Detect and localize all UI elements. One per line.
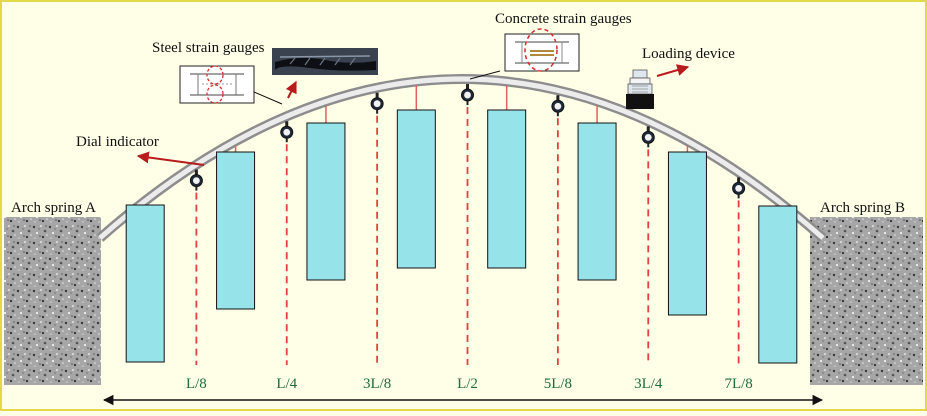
position-label: 7L/8 bbox=[724, 376, 752, 392]
dial-indicator-stem bbox=[556, 95, 560, 101]
dial-indicator-stem bbox=[375, 92, 379, 98]
position-label: L/8 bbox=[186, 376, 207, 392]
arch-spring-a-label: Arch spring A bbox=[11, 200, 96, 216]
dial-indicator-stem bbox=[466, 84, 469, 90]
position-label-group: L/8 L/4 3L/8 L/2 5L/8 3L/4 7L/8 bbox=[186, 376, 753, 392]
steel-gauges-leader bbox=[253, 91, 283, 105]
dashed-line-group bbox=[195, 107, 740, 365]
loading-device-label: Loading device bbox=[642, 46, 735, 62]
arch-spring-a-block bbox=[4, 217, 101, 385]
position-label: L/4 bbox=[276, 376, 297, 392]
dial-indicator-icon bbox=[551, 95, 565, 117]
dial-indicator-tip bbox=[376, 109, 379, 114]
dial-indicator-icon bbox=[280, 121, 294, 143]
arch-spring-b-block bbox=[810, 217, 923, 385]
loading-device bbox=[626, 69, 654, 109]
dial-indicator-face bbox=[554, 102, 562, 110]
steel-gauges-arrow bbox=[285, 80, 297, 99]
dial-indicator-face bbox=[735, 184, 743, 192]
load-block bbox=[216, 151, 256, 310]
dial-indicator-stem bbox=[646, 126, 650, 132]
dial-indicator-tip bbox=[556, 112, 559, 117]
concrete-strain-gauges-inset bbox=[504, 28, 580, 72]
load-block bbox=[758, 205, 798, 364]
dial-indicator-face bbox=[373, 100, 381, 108]
load-block bbox=[125, 204, 165, 363]
steel-strain-gauges-label: Steel strain gauges bbox=[152, 40, 265, 56]
dial-indicator-icon bbox=[370, 92, 384, 114]
dial-indicator-icon bbox=[461, 84, 474, 106]
dial-indicator-tip bbox=[195, 186, 198, 191]
arch-spring-b-label: Arch spring B bbox=[820, 200, 905, 216]
dial-indicator-tip bbox=[466, 101, 469, 106]
load-block-group bbox=[125, 109, 798, 364]
dial-indicator-stem bbox=[194, 169, 198, 175]
dial-indicator-tip bbox=[737, 194, 740, 199]
dial-indicator-stem bbox=[737, 177, 741, 183]
concrete-strain-gauges-label: Concrete strain gauges bbox=[495, 11, 632, 27]
dial-indicator-face bbox=[464, 91, 471, 99]
position-label: 5L/8 bbox=[544, 376, 572, 392]
dial-indicator-face bbox=[283, 128, 291, 136]
dial-indicator-tip bbox=[647, 143, 650, 148]
steel-strain-gauges-inset bbox=[179, 65, 255, 104]
loading-device-arrow bbox=[656, 64, 690, 77]
dial-indicator-icon bbox=[732, 177, 746, 199]
load-block bbox=[487, 109, 527, 269]
load-block bbox=[306, 122, 346, 281]
dial-indicator-stem bbox=[285, 121, 289, 127]
concrete-gauges-leader bbox=[469, 70, 501, 80]
dial-indicator-face bbox=[192, 177, 200, 184]
load-block bbox=[577, 122, 617, 281]
dial-indicator-label: Dial indicator bbox=[76, 134, 159, 150]
arch-rib-inner bbox=[98, 76, 825, 240]
dial-indicator-icon bbox=[641, 126, 655, 148]
dial-indicator-face bbox=[644, 133, 652, 141]
dial-indicator-tip bbox=[285, 138, 288, 143]
dial-indicator-icon bbox=[189, 169, 203, 191]
position-label: 3L/4 bbox=[634, 376, 663, 392]
position-label: L/2 bbox=[457, 376, 478, 392]
load-block bbox=[396, 109, 436, 269]
dial-indicator-group bbox=[189, 84, 746, 199]
position-label: 3L/8 bbox=[363, 376, 391, 392]
dial-indicator-arrow bbox=[136, 151, 205, 166]
load-block bbox=[667, 151, 707, 316]
rebar-photo bbox=[272, 48, 378, 75]
